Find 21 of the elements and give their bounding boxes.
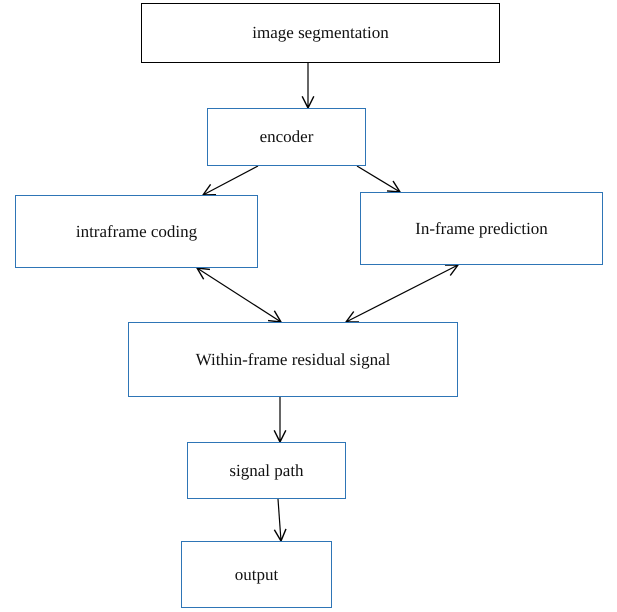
arrow (301, 63, 315, 109)
process-box (360, 192, 603, 265)
arrow (345, 264, 459, 323)
arrow (273, 397, 287, 443)
process-box (141, 3, 500, 63)
process-box (207, 108, 366, 166)
box-label: image segmentation (252, 23, 389, 43)
process-box (187, 442, 346, 499)
box-label: encoder (260, 127, 314, 147)
arrow (202, 165, 258, 196)
arrow (196, 267, 282, 323)
box-label: Within-frame residual signal (196, 350, 390, 370)
box-label: signal path (229, 460, 304, 480)
arrow (356, 165, 401, 193)
box-label: intraframe coding (76, 222, 198, 242)
arrow (274, 498, 287, 542)
box-label: In-frame prediction (415, 218, 548, 238)
process-box (15, 195, 258, 268)
process-box (181, 541, 332, 608)
process-box (128, 322, 458, 397)
box-label: output (234, 564, 278, 584)
